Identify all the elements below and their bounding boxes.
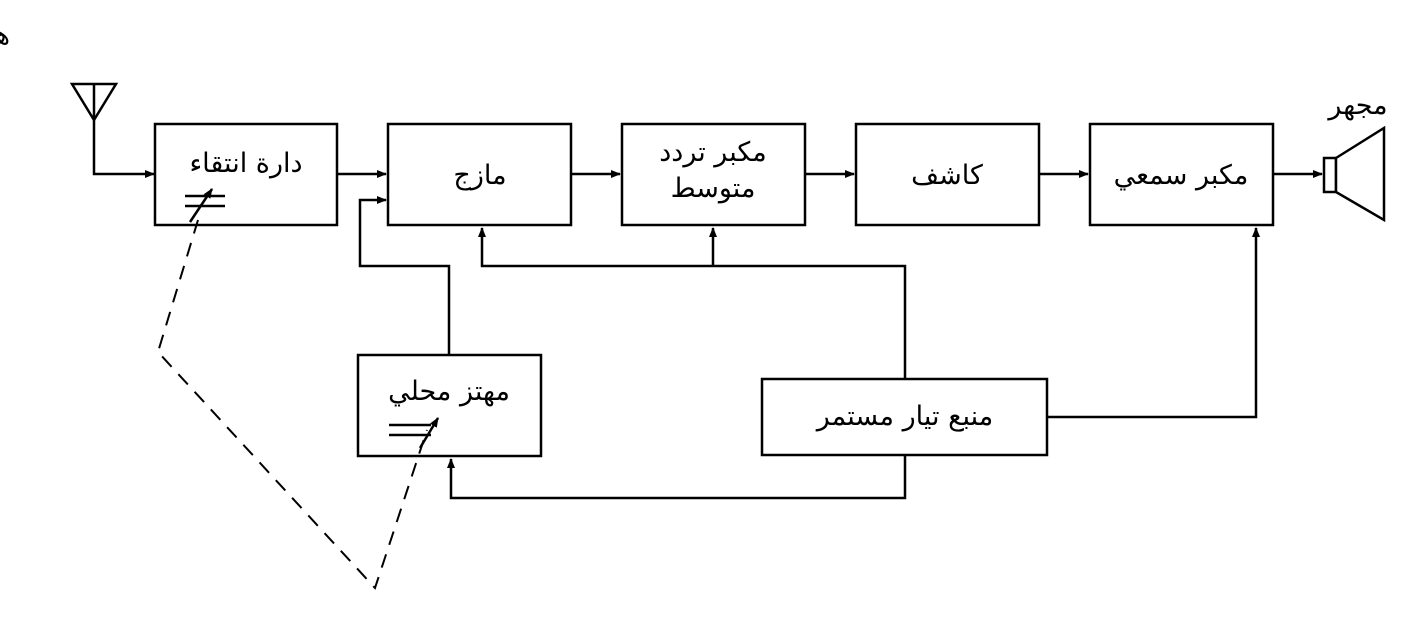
oscillator-capacitor-arrow: [418, 417, 440, 449]
tuning-circuit-label: دارة انتقاء: [189, 148, 302, 179]
antenna-wire: [92, 120, 155, 178]
speaker-label: مجهر: [1326, 90, 1387, 121]
if-amplifier-label-line2: متوسط: [671, 173, 756, 204]
arrow-oscillator-to-mixer: [358, 196, 451, 355]
dc-supply-label: منبع تيار مستمر: [815, 401, 993, 432]
local-oscillator-label: مهتز محلي: [388, 376, 510, 407]
if-amplifier-block: مكبر تردد متوسط: [620, 122, 807, 227]
arrow-dc-to-oscillator: [447, 455, 907, 500]
dc-bus-top: [478, 227, 907, 379]
detector-block: كاشف: [854, 122, 1041, 227]
audio-amplifier-label: مكبر سمعي: [1114, 160, 1249, 191]
mixer-label: مازج: [453, 160, 506, 191]
ganged-tuning-link: [156, 219, 428, 590]
mixer-block: مازج: [386, 122, 573, 227]
detector-label: كاشف: [911, 160, 983, 191]
speaker-icon: [1322, 125, 1386, 223]
antenna-label: هوائي الاستقبال: [0, 20, 10, 51]
oscillator-capacitor-icon: [389, 423, 431, 437]
local-oscillator-block: مهتز محلي: [356, 353, 543, 458]
arrow-dc-to-audio-amp: [1047, 227, 1260, 419]
antenna-icon: [69, 82, 119, 123]
tuning-capacitor-arrow: [188, 188, 214, 223]
audio-amplifier-block: مكبر سمعي: [1088, 122, 1275, 227]
dc-supply-block: منبع تيار مستمر: [760, 377, 1049, 457]
tuning-circuit-block: دارة انتقاء: [153, 122, 339, 227]
if-amplifier-label-line1: مكبر تردد: [659, 137, 766, 168]
